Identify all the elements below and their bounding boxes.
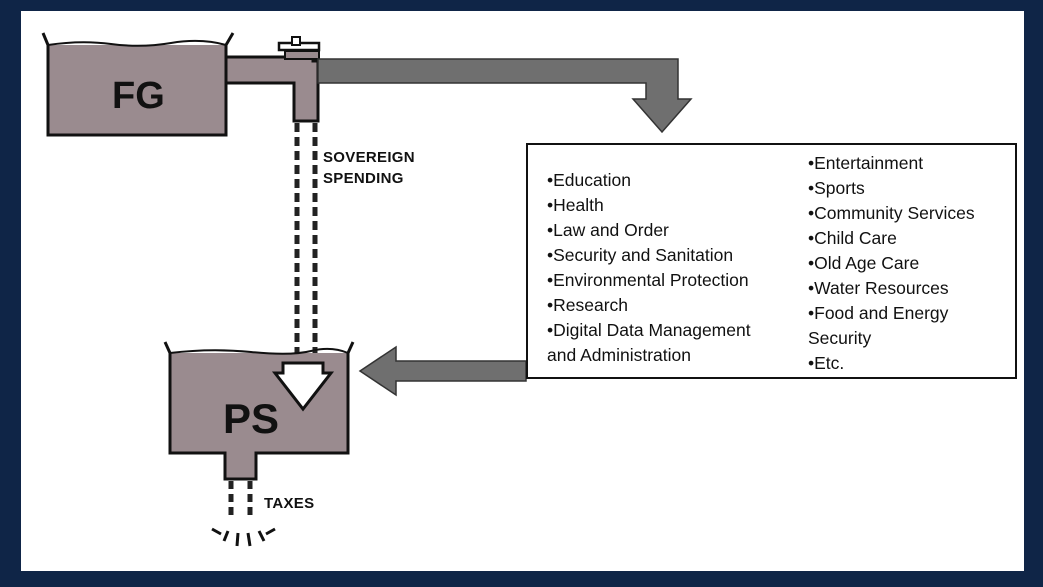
diagram-canvas: FG PS SOVEREIGN SPENDING TAXES •Educatio…	[21, 11, 1024, 571]
list-item: •Security and Sanitation	[547, 245, 734, 265]
fg-tank	[41, 32, 235, 137]
spending-list-right: •Entertainment •Sports •Community Servic…	[808, 151, 975, 376]
list-item: •Community Services	[808, 203, 975, 223]
spending-categories-box: •Education •Health •Law and Order •Secur…	[526, 143, 1017, 379]
arrow-to-ps-tank	[358, 345, 527, 397]
fg-outflow-pipe	[224, 36, 321, 123]
list-item: •Research	[547, 295, 629, 315]
sovereign-spending-line-1: SOVEREIGN	[323, 149, 415, 166]
ps-tank	[163, 341, 355, 481]
list-item: •Law and Order	[547, 220, 669, 240]
arrow-to-spending-list	[317, 58, 693, 134]
list-item: Security	[808, 328, 872, 348]
taxes-label: TAXES	[264, 495, 315, 512]
sovereign-spending-line-2: SPENDING	[323, 170, 404, 187]
list-item: •Water Resources	[808, 278, 949, 298]
list-item: •Child Care	[808, 228, 897, 248]
list-item: •Old Age Care	[808, 253, 920, 273]
sovereign-spending-label: SOVEREIGN SPENDING	[323, 147, 415, 189]
list-item: and Administration	[547, 345, 691, 365]
spending-list-left: •Education •Health •Law and Order •Secur…	[547, 168, 751, 368]
fg-tank-label: FG	[112, 75, 165, 117]
list-item: •Sports	[808, 178, 865, 198]
list-item: •Health	[547, 195, 604, 215]
list-item: •Education	[547, 170, 631, 190]
flow-diagram	[41, 32, 693, 547]
list-item: •Digital Data Management	[547, 320, 751, 340]
list-item: •Food and Energy	[808, 303, 949, 323]
list-item: •Etc.	[808, 353, 845, 373]
taxes-stream	[211, 481, 276, 547]
ps-tank-label: PS	[223, 395, 280, 442]
list-item: •Environmental Protection	[547, 270, 749, 290]
list-item: •Entertainment	[808, 153, 924, 173]
